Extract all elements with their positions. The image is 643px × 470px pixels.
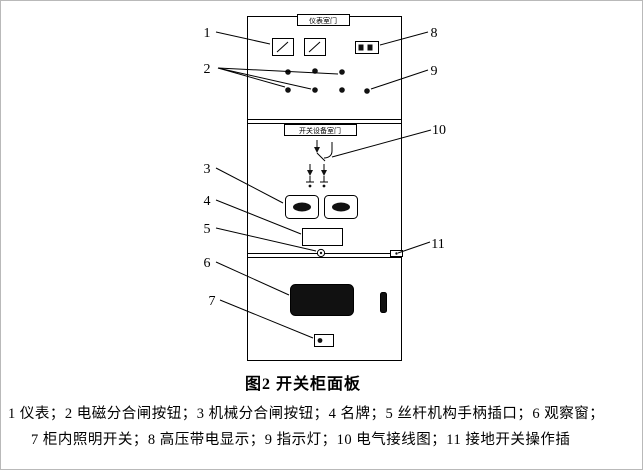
callout-7: 7 (209, 294, 216, 309)
meter-right (304, 38, 326, 56)
callout-4: 4 (204, 194, 211, 209)
leader-2c (217, 67, 339, 75)
figure-caption: 图2 开关柜面板 (244, 376, 362, 393)
button-dot (285, 87, 291, 93)
callout-9: 9 (431, 64, 438, 79)
lighting-switch (314, 334, 334, 347)
meter-left (272, 38, 294, 56)
button-dot (339, 69, 345, 75)
leader-1 (215, 31, 271, 45)
mechanical-button-left (285, 195, 319, 219)
indicator-lamp (364, 88, 370, 94)
button-dot (312, 87, 318, 93)
door-handle (380, 292, 387, 313)
mechanical-button-right (324, 195, 358, 219)
nameplate (302, 228, 343, 246)
leader-3 (215, 167, 284, 204)
leader-9 (370, 69, 429, 90)
leader-6 (215, 261, 290, 296)
live-voltage-display (355, 41, 379, 54)
legend-line-1: 1 仪表；2 电磁分合闸按钮；3 机械分合闸按钮；4 名牌；5 丝杆机构手柄插口… (8, 406, 605, 422)
callout-3: 3 (204, 162, 211, 177)
electromagnetic-buttons (285, 68, 345, 93)
callout-8: 8 (431, 26, 438, 41)
callout-2: 2 (204, 62, 211, 77)
instrument-door-label-box (297, 14, 350, 26)
leader-10 (331, 129, 432, 158)
wiring-diagram-icon (306, 140, 333, 188)
instrument-door-label: 仪表室门 (309, 16, 337, 25)
callout-1: 1 (204, 26, 211, 41)
callout-10: 10 (432, 123, 446, 138)
leader-11 (397, 241, 431, 254)
callout-11: 11 (431, 237, 444, 252)
callout-5: 5 (204, 222, 211, 237)
leader-lines (215, 31, 432, 339)
observation-window (290, 284, 354, 316)
leader-4 (215, 199, 302, 235)
callout-6: 6 (204, 256, 211, 271)
leader-2b (217, 67, 312, 90)
switch-door-label: 开关设备室门 (299, 126, 341, 135)
leader-5 (215, 227, 317, 252)
handle-socket (316, 248, 326, 258)
switch-door-label-box (284, 124, 357, 136)
leader-2a (217, 67, 286, 88)
leader-7 (219, 299, 314, 339)
leader-8 (379, 31, 429, 46)
earthing-switch-port (390, 250, 403, 257)
button-dot (339, 87, 345, 93)
legend-line-2: 7 柜内照明开关；8 高压带电显示；9 指示灯；10 电气接线图；11 接地开关… (31, 432, 571, 448)
